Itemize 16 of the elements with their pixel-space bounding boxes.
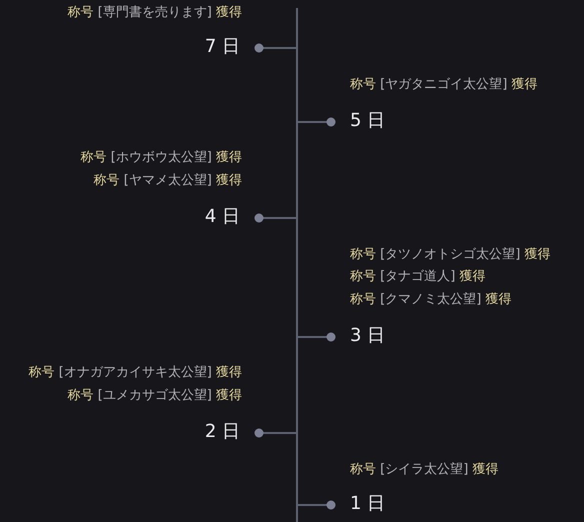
day-label: 1 日 xyxy=(350,495,386,513)
day-label: 3 日 xyxy=(350,327,386,345)
day-label: 5 日 xyxy=(350,112,386,130)
day-label: 2 日 xyxy=(204,423,240,441)
title-award-text: 称号 [シイラ太公望] 獲得 xyxy=(350,462,498,476)
title-award-text: 称号 [タツノオトシゴ太公望] 獲得 xyxy=(350,248,550,260)
title-award-text: 称号 [ユメカサゴ太公望] 獲得 xyxy=(68,388,242,402)
title-award-text: 称号 [ヤガタニゴイ太公望] 獲得 xyxy=(350,78,538,90)
title-award-text: 称号 [ヤマメ太公望] 獲得 xyxy=(94,174,242,186)
title-award-text: 称号 [タナゴ道人] 獲得 xyxy=(350,270,486,282)
title-award-text: 称号 [専門書を売ります] 獲得 xyxy=(68,6,242,18)
title-award-text: 称号 [ホウボウ太公望] 獲得 xyxy=(80,150,242,164)
day-label: 7 日 xyxy=(204,38,240,56)
title-award-text: 称号 [クマノミ太公望] 獲得 xyxy=(350,292,512,306)
day-label: 4 日 xyxy=(204,208,240,226)
title-award-text: 称号 [オナガアカイサキ太公望] 獲得 xyxy=(28,366,242,378)
